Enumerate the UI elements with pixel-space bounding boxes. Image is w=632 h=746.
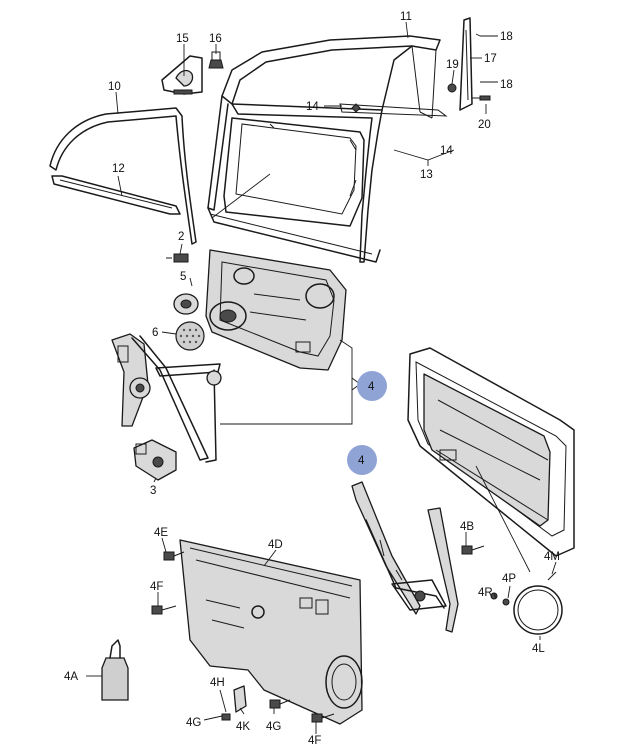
screw-part-2 — [166, 253, 189, 263]
label-4F-upper: 4F — [150, 581, 163, 593]
label-12: 12 — [112, 163, 125, 175]
callout-label-4-bottom: 4 — [358, 455, 365, 467]
label-4G-left: 4G — [186, 717, 201, 729]
label-4G-right: 4G — [266, 721, 281, 733]
screw-part-4B — [461, 545, 485, 555]
window-regulator-assembly — [111, 333, 222, 463]
label-3: 3 — [150, 485, 156, 497]
door-frame-part-11 — [207, 35, 448, 263]
grommet-part-5 — [173, 293, 199, 315]
leader-lines — [86, 21, 557, 734]
callout-label-4-top: 4 — [368, 381, 375, 393]
insulation-sheet-part-4D — [179, 539, 363, 725]
speaker-grille-part-6 — [175, 321, 205, 351]
label-4L: 4L — [532, 643, 545, 655]
label-16: 16 — [209, 33, 222, 45]
window-motor-part-3 — [133, 439, 177, 481]
door-trim-card — [407, 347, 575, 573]
callout-4-top — [357, 371, 387, 401]
trim-strip-part-12 — [51, 175, 181, 215]
label-14-left: 14 — [306, 101, 319, 113]
label-13: 13 — [420, 169, 433, 181]
label-10: 10 — [108, 81, 121, 93]
label-18-top: 18 — [500, 31, 513, 43]
label-5: 5 — [180, 271, 186, 283]
label-14-right: 14 — [440, 145, 453, 157]
label-4P: 4P — [502, 573, 516, 585]
label-4B: 4B — [460, 521, 474, 533]
screw-part-4F-upper — [151, 605, 177, 615]
window-channel-part-17 — [447, 17, 498, 111]
mirror-triangle-part-15 — [161, 55, 203, 95]
screw-part-4G — [269, 699, 291, 709]
label-4R: 4R — [478, 587, 493, 599]
label-4E: 4E — [154, 527, 168, 539]
label-11: 11 — [400, 11, 412, 23]
speaker-part-4L — [490, 571, 563, 635]
label-6: 6 — [152, 327, 158, 339]
clip-part-16 — [208, 51, 224, 69]
label-4K: 4K — [236, 721, 250, 733]
label-4M: 4M — [544, 551, 560, 563]
label-4F-lower: 4F — [308, 735, 321, 746]
label-19: 19 — [446, 59, 459, 71]
label-4H: 4H — [210, 677, 225, 689]
part-labels: 11 15 16 18 17 19 18 20 10 14 14 13 12 2… — [64, 11, 560, 746]
adhesive-bottle-part-4A — [101, 639, 129, 701]
label-17: 17 — [484, 53, 497, 65]
label-4A: 4A — [64, 671, 78, 683]
label-2: 2 — [178, 231, 184, 243]
label-18-bottom: 18 — [500, 79, 513, 91]
window-guide-rails — [351, 481, 459, 633]
screw-part-4F-lower — [311, 713, 335, 723]
label-4D: 4D — [268, 539, 283, 551]
label-15: 15 — [176, 33, 189, 45]
window-seal-part-10 — [49, 107, 197, 245]
bracket-part-4K — [221, 685, 247, 721]
label-20: 20 — [478, 119, 491, 131]
callout-4-bottom — [347, 445, 377, 475]
screw-part-4E — [163, 551, 185, 561]
inner-door-panel — [205, 249, 347, 371]
